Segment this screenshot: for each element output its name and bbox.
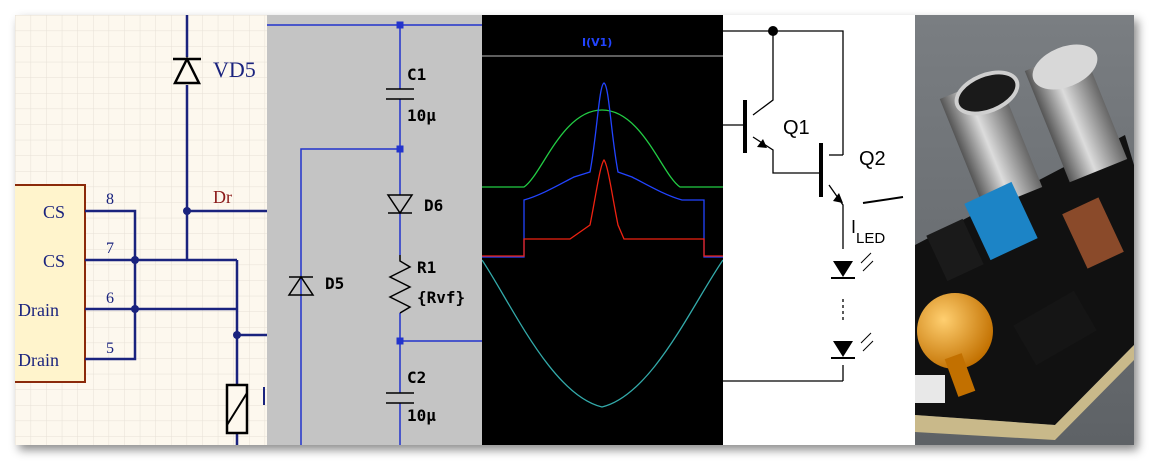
trace-cyan bbox=[482, 259, 723, 408]
diode-d5-symbol bbox=[287, 275, 315, 296]
ic-pin-number-5: 5 bbox=[106, 340, 114, 357]
pcb-edge bbox=[915, 345, 1134, 440]
composite-image: CS CS Drain Drain 8 7 6 5 bbox=[15, 15, 1134, 445]
connector-block bbox=[915, 375, 945, 403]
diode-vd5-symbol bbox=[172, 56, 202, 85]
inductor-component bbox=[1062, 197, 1124, 269]
ic-pin-name-7: CS bbox=[43, 251, 65, 271]
junction-dot bbox=[183, 207, 191, 215]
ic-pin-name-8: CS bbox=[43, 202, 65, 222]
trace-red bbox=[482, 158, 723, 257]
diode-vd5-label: VD5 bbox=[213, 57, 256, 82]
panel-altium-schematic: CS CS Drain Drain 8 7 6 5 bbox=[15, 15, 267, 445]
transistor-q1-arrow bbox=[757, 139, 767, 148]
ic-pin-name-5: Drain bbox=[18, 350, 59, 370]
capacitor-c2-value: 10µ bbox=[407, 406, 436, 425]
junction-dot bbox=[131, 256, 139, 264]
led-bottom-symbol bbox=[831, 332, 874, 359]
trace-blue bbox=[482, 82, 723, 258]
pcb-render-canvas bbox=[915, 15, 1134, 445]
electrolytic-capacitor bbox=[939, 70, 1043, 211]
ltspice-schematic-canvas: C1 10µ D6 R1 {Rvf} D5 C2 10 bbox=[267, 15, 482, 445]
transistor-q2-label: Q2 bbox=[859, 148, 886, 170]
capacitor-c1-value: 10µ bbox=[407, 106, 436, 125]
panel-waveform-viewer: I(V1) bbox=[482, 15, 723, 445]
ic-pin-number-8: 8 bbox=[106, 191, 114, 208]
electrolytic-capacitor bbox=[1024, 44, 1128, 183]
bridge-rectifier bbox=[1013, 290, 1097, 366]
current-arrow bbox=[862, 196, 904, 204]
ic-body bbox=[15, 184, 86, 383]
capacitor-c1-symbol bbox=[386, 88, 414, 100]
diode-d6-label: D6 bbox=[424, 196, 443, 215]
resistor-r1-value: {Rvf} bbox=[417, 288, 465, 307]
transistor-q2-arrow bbox=[833, 193, 843, 203]
transistor-circuit-canvas: Q1 Q2 ILED bbox=[723, 15, 915, 445]
waveform-canvas: I(V1) bbox=[482, 15, 723, 445]
resistor-r1-name: R1 bbox=[417, 258, 436, 277]
trace-label: I(V1) bbox=[582, 36, 612, 49]
capacitor-c2-name: C2 bbox=[407, 368, 426, 387]
ltspice-node bbox=[396, 337, 404, 345]
capacitor-c2-symbol bbox=[386, 392, 414, 404]
blue-box-capacitor bbox=[964, 181, 1038, 261]
resistor-r1-symbol bbox=[388, 255, 412, 314]
junction-dot bbox=[131, 305, 139, 313]
diode-d5-label: D5 bbox=[325, 274, 344, 293]
trace-green bbox=[482, 109, 723, 188]
net-label-dr: Dr bbox=[213, 187, 232, 207]
ic-pin-number-6: 6 bbox=[106, 290, 114, 307]
diode-d6-symbol bbox=[386, 194, 414, 215]
panel-pcb-3d-render bbox=[915, 15, 1134, 445]
varistor-disc bbox=[917, 293, 993, 369]
varistor-leg bbox=[944, 353, 976, 397]
smd-ic bbox=[926, 218, 984, 282]
junction-dot bbox=[768, 26, 778, 36]
capacitor-c1-name: C1 bbox=[407, 65, 426, 84]
led-top-symbol bbox=[831, 252, 874, 279]
ic-pin-name-6: Drain bbox=[18, 300, 59, 320]
ltspice-node bbox=[396, 145, 404, 153]
panel-ltspice-schematic: C1 10µ D6 R1 {Rvf} D5 C2 10 bbox=[267, 15, 482, 445]
resistor-symbol bbox=[225, 383, 249, 435]
junction-dot bbox=[233, 331, 241, 339]
panel-transistor-circuit: Q1 Q2 ILED bbox=[723, 15, 915, 445]
altium-schematic-canvas: CS CS Drain Drain 8 7 6 5 bbox=[15, 15, 267, 445]
ltspice-node bbox=[396, 21, 404, 29]
transistor-q1-label: Q1 bbox=[783, 117, 810, 139]
led-current-label: ILED bbox=[851, 217, 885, 247]
circuit-wires bbox=[723, 30, 844, 382]
ic-pin-number-7: 7 bbox=[106, 240, 114, 257]
